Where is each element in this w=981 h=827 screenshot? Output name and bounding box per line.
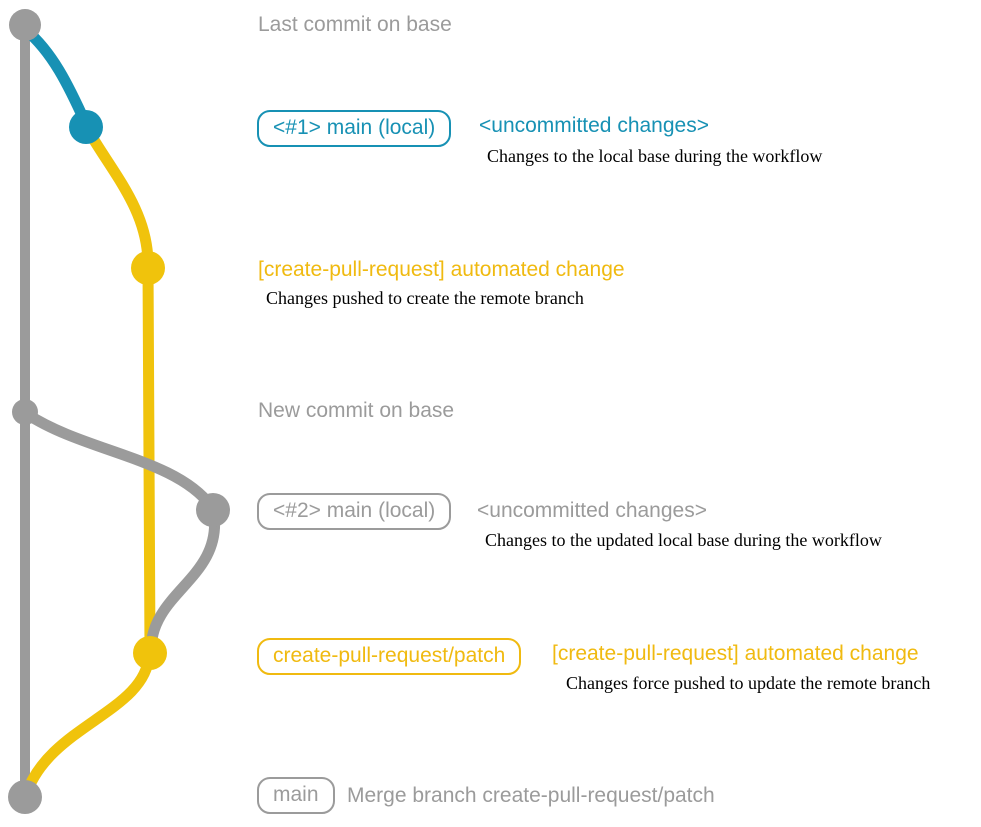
branch-badge-main-local-1: <#1> main (local) — [257, 110, 452, 147]
caption-local-base-changes-1: Changes to the local base during the wor… — [487, 146, 823, 166]
caption-updated-local-base-changes: Changes to the updated local base during… — [485, 530, 882, 550]
branch-badge-main-local-2: <#2> main (local) — [257, 493, 452, 530]
commit-node-automated-change-1 — [131, 251, 165, 285]
commit-graph — [8, 9, 230, 814]
commit-node-main-local-1 — [69, 110, 103, 144]
commit-node-new-base — [12, 399, 38, 425]
label-automated-change-2: [create-pull-request] automated change — [552, 642, 919, 665]
remote-branch-line — [142, 260, 156, 657]
branch-badge-main: main — [257, 777, 335, 814]
edge-uncommitted-changes-2 — [21, 408, 217, 512]
edge-uncommitted-changes-1 — [20, 24, 92, 130]
commit-node-last-base — [9, 9, 41, 41]
caption-force-push-remote-branch: Changes force pushed to update the remot… — [566, 673, 931, 693]
commit-node-merge — [8, 780, 42, 814]
label-automated-change-1: [create-pull-request] automated change — [258, 258, 625, 281]
label-new-commit-on-base: New commit on base — [258, 399, 455, 422]
label-uncommitted-changes-1: <uncommitted changes> — [479, 114, 709, 137]
edge-push-to-remote-branch — [82, 124, 154, 270]
label-uncommitted-changes-2: <uncommitted changes> — [477, 499, 707, 522]
label-merge-branch: Merge branch create-pull-request/patch — [347, 784, 715, 807]
commit-node-main-local-2 — [196, 493, 230, 527]
edge-merge-branch — [20, 649, 155, 801]
edge-force-push — [145, 508, 221, 655]
branch-badge-create-pull-request-patch: create-pull-request/patch — [257, 638, 522, 675]
commit-node-automated-change-2 — [133, 636, 167, 670]
caption-push-create-remote-branch: Changes pushed to create the remote bran… — [266, 288, 584, 308]
label-last-commit-on-base: Last commit on base — [258, 13, 452, 36]
